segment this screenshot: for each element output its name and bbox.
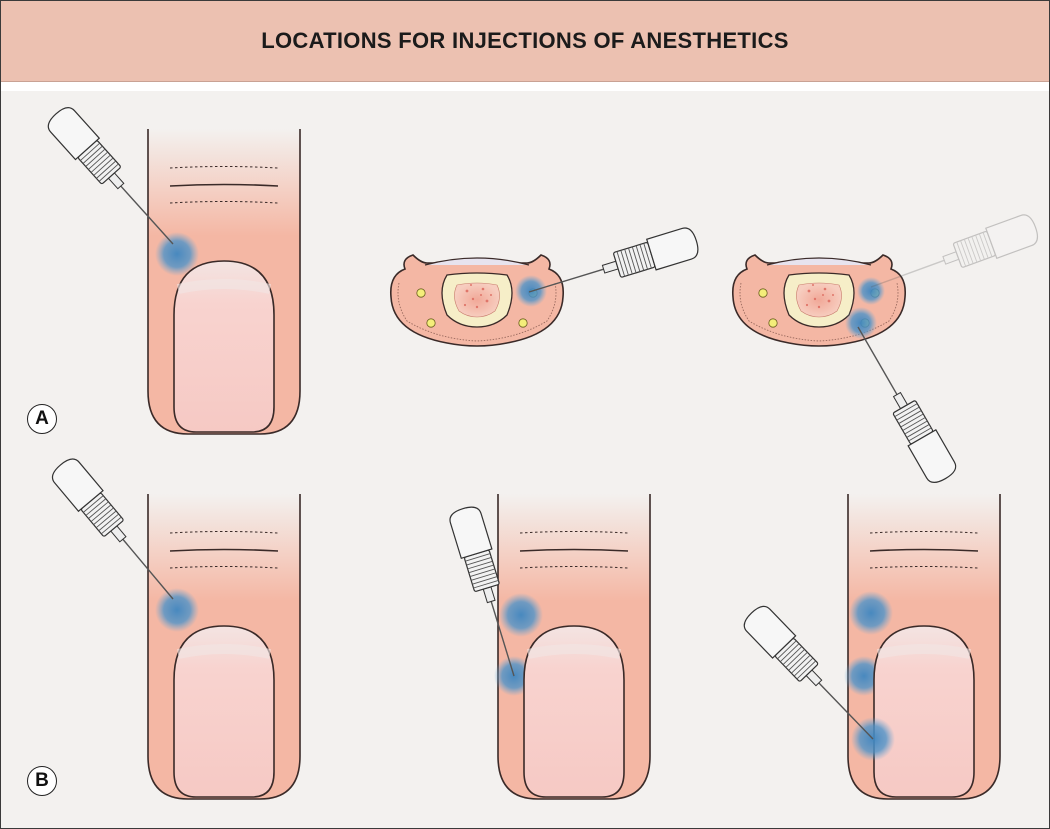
panel-a-label: A <box>27 404 57 434</box>
anesthetic-bleb <box>499 593 543 637</box>
syringe-icon <box>843 318 961 488</box>
panel-b-label: B <box>27 766 57 796</box>
panel-b-finger-two <box>446 493 651 799</box>
panel-a-cross-section-dorsal-ventral <box>731 211 1042 488</box>
anesthetic-bleb <box>845 307 877 339</box>
panel-a-finger-dorsal <box>43 102 301 434</box>
header-gap <box>1 82 1049 91</box>
anesthetic-bleb <box>155 232 199 276</box>
anesthetic-bleb <box>849 591 893 635</box>
anesthetic-bleb <box>155 588 199 632</box>
title-bar: LOCATIONS FOR INJECTIONS OF ANESTHETICS <box>1 1 1049 82</box>
panel-b-finger-one <box>47 453 301 799</box>
illustration-canvas <box>43 102 1042 828</box>
panel-a-cross-section-lateral <box>389 224 702 347</box>
panel-b-finger-three <box>739 493 1001 799</box>
anesthetic-bleb <box>857 277 885 305</box>
diagram-title: LOCATIONS FOR INJECTIONS OF ANESTHETICS <box>261 28 789 53</box>
